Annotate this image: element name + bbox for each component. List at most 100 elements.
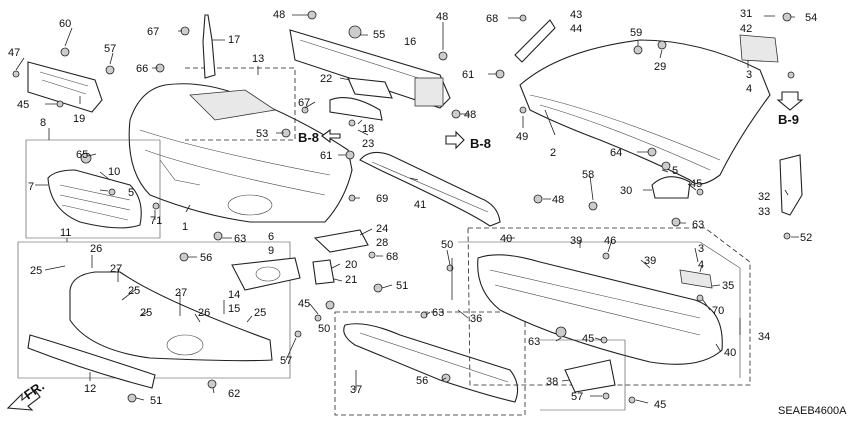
callout-43: 43 (570, 9, 582, 21)
callout-18: 18 (362, 123, 374, 135)
callout-1: 1 (182, 221, 188, 233)
callout-48: 48 (464, 109, 476, 121)
callout-39: 39 (644, 255, 656, 267)
callout-61: 61 (462, 69, 474, 81)
callout-45: 45 (654, 399, 666, 411)
callout-41: 41 (414, 199, 426, 211)
callout-57: 57 (280, 355, 292, 367)
callout-48: 48 (436, 11, 448, 23)
callout-45: 45 (582, 333, 594, 345)
callout-19: 19 (73, 113, 85, 125)
callout-49: 49 (516, 131, 528, 143)
callout-9: 9 (268, 245, 274, 257)
callout-63: 63 (528, 336, 540, 348)
callout-36: 36 (470, 313, 482, 325)
callout-26: 26 (198, 307, 210, 319)
callout-15: 15 (228, 303, 240, 315)
callout-25: 25 (140, 307, 152, 319)
callout-37: 37 (350, 384, 362, 396)
callout-68: 68 (486, 13, 498, 25)
callout-47: 47 (8, 47, 20, 59)
callout-30: 30 (620, 185, 632, 197)
callout-27: 27 (110, 263, 122, 275)
callout-16: 16 (404, 36, 416, 48)
callout-3: 3 (698, 243, 704, 255)
callout-65: 65 (76, 149, 88, 161)
callout-71: 71 (150, 215, 162, 227)
callout-40: 40 (500, 233, 512, 245)
callout-39: 39 (570, 235, 582, 247)
callout-5: 5 (672, 165, 678, 177)
callout-45: 45 (17, 99, 29, 111)
callout-28: 28 (376, 237, 388, 249)
fasteners (12, 10, 795, 404)
callout-57: 57 (104, 43, 116, 55)
callout-10: 10 (108, 166, 120, 178)
callout-2: 2 (550, 147, 556, 159)
callout-12: 12 (84, 383, 96, 395)
callout-38: 38 (546, 376, 558, 388)
callout-61: 61 (320, 150, 332, 162)
callout-22: 22 (320, 73, 332, 85)
beam-group (289, 29, 526, 416)
callout-24: 24 (376, 223, 388, 235)
callout-60: 60 (59, 18, 71, 30)
callout-44: 44 (570, 23, 582, 35)
callout-11: 11 (60, 227, 71, 239)
callout-70: 70 (712, 305, 724, 317)
callout-46: 46 (604, 235, 616, 247)
callout-67: 67 (147, 26, 159, 38)
callout-50: 50 (441, 239, 453, 251)
callout-13: 13 (252, 53, 264, 65)
callout-64: 64 (610, 147, 622, 159)
callout-8: 8 (40, 117, 46, 129)
callout-50: 50 (318, 323, 330, 335)
callout-59: 59 (630, 27, 642, 39)
callout-63: 63 (692, 219, 704, 231)
ref-b8-left: B-8 (298, 130, 319, 145)
diagram-code: SEAEB4600A (778, 405, 847, 417)
callout-4: 4 (698, 259, 704, 271)
callout-56: 56 (200, 252, 212, 264)
callout-14: 14 (228, 289, 240, 301)
front-bumper-group (17, 14, 353, 389)
callout-25: 25 (30, 265, 42, 277)
fr-arrow-icon (6, 389, 41, 411)
callout-67: 67 (298, 97, 310, 109)
callout-7: 7 (28, 181, 34, 193)
callout-31: 31 (740, 8, 752, 20)
callout-4: 4 (746, 83, 752, 95)
callout-3: 3 (746, 69, 752, 81)
callout-63: 63 (432, 307, 444, 319)
callout-57: 57 (571, 391, 583, 403)
callout-48: 48 (552, 194, 564, 206)
callout-6: 6 (268, 231, 274, 243)
callout-56: 56 (416, 375, 428, 387)
callout-27: 27 (175, 287, 187, 299)
callout-21: 21 (345, 274, 357, 286)
reference-arrows (6, 91, 804, 411)
callout-33: 33 (758, 206, 770, 218)
callout-45: 45 (690, 178, 702, 190)
callout-23: 23 (362, 138, 374, 150)
ref-b9: B-9 (778, 112, 799, 127)
callout-62: 62 (228, 388, 240, 400)
callout-51: 51 (396, 280, 408, 292)
callout-32: 32 (758, 191, 770, 203)
callout-26: 26 (90, 243, 102, 255)
callout-20: 20 (345, 259, 357, 271)
callout-labels: 60 47 57 66 45 19 67 17 48 55 16 48 68 4… (8, 8, 817, 411)
callout-40: 40 (724, 347, 736, 359)
callout-42: 42 (740, 23, 752, 35)
callout-58: 58 (582, 169, 594, 181)
leader-lines (15, 14, 799, 404)
callout-69: 69 (376, 193, 388, 205)
callout-55: 55 (373, 29, 385, 41)
callout-63: 63 (234, 233, 246, 245)
callout-66: 66 (136, 63, 148, 75)
callout-54: 54 (805, 12, 817, 24)
ref-b8-right: B-8 (470, 136, 491, 151)
callout-51: 51 (150, 395, 162, 407)
callout-35: 35 (722, 280, 734, 292)
